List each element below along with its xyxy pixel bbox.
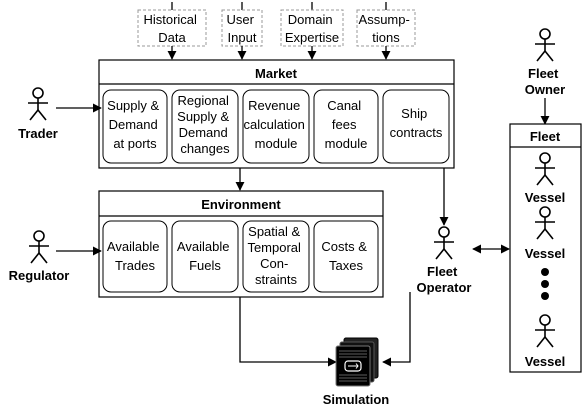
trader-label: Trader: [18, 126, 58, 141]
svg-text:Assump- tions: Assump- tions: [359, 12, 414, 45]
vessel-label: Vessel: [525, 190, 566, 205]
market-module-canal-fees: Canal fees module: [313, 89, 379, 164]
vessel-1: Vessel: [525, 152, 566, 205]
fleet-operator-label-line2: Operator: [417, 280, 472, 295]
fleet-title: Fleet: [530, 129, 561, 144]
environment-module-available-fuels: Available Fuels: [171, 220, 239, 293]
svg-text:Ship contracts: Ship contracts: [390, 106, 443, 140]
vessel-label: Vessel: [525, 246, 566, 261]
fleet-owner-actor: Fleet Owner: [525, 28, 565, 97]
svg-text:Historical Data: Historical Data: [143, 12, 200, 45]
market-title: Market: [255, 66, 298, 81]
stick-figure-icon: [535, 206, 555, 240]
fleet-owner-label-line1: Fleet: [528, 66, 559, 81]
stick-figure-icon: [434, 226, 454, 260]
svg-text:Spatial & Temporal: Spatial & Temporal Con- straints: [247, 224, 304, 287]
input-user-input: User Input: [221, 2, 263, 60]
vessel-2: Vessel: [525, 206, 566, 261]
stick-figure-icon: [535, 28, 555, 62]
simulation-node: Simulation: [323, 337, 390, 407]
trader-actor: Trader: [18, 87, 58, 141]
simulation-stack-icon: [335, 337, 379, 387]
stick-figure-icon: [29, 230, 49, 264]
svg-text:Regional Supply &: Regional Supply & Demand changes: [177, 93, 233, 156]
input-historical-data: Historical Data: [137, 2, 207, 60]
simulation-label: Simulation: [323, 392, 390, 407]
vessel-label: Vessel: [525, 354, 566, 369]
input-domain-expertise: Domain Expertise: [280, 2, 344, 60]
svg-text:Canal fees module: Canal fees module: [325, 98, 368, 151]
fleet-operator-label-line1: Fleet: [427, 264, 458, 279]
svg-text:Supply & Demand at: Supply & Demand at ports: [107, 98, 163, 151]
fleet-operator-to-simulation-arrow: [382, 292, 411, 367]
market-module-ship-contracts: Ship contracts: [382, 89, 450, 164]
svg-text:User Input: User Input: [226, 12, 257, 45]
ellipsis-dots: [541, 268, 549, 300]
input-assumptions: Assump- tions: [356, 2, 416, 60]
stick-figure-icon: [535, 314, 555, 348]
svg-text:Available Fuels: Available Fuels: [177, 239, 233, 273]
environment-module-costs-taxes: Costs & Taxes: [313, 220, 379, 293]
stick-figure-icon: [28, 87, 48, 121]
market-module-revenue-calculation: Revenue calculation module: [242, 89, 310, 164]
regulator-actor: Regulator: [9, 230, 70, 283]
environment-module-spatial-temporal-constraints: Spatial & Temporal Con- straints: [242, 220, 310, 293]
svg-text:Fleet Operator: Fleet Operator: [417, 264, 472, 295]
svg-text:Available Trades: Available Trades: [107, 239, 163, 273]
fleet-owner-label-line2: Owner: [525, 82, 565, 97]
environment-title: Environment: [201, 197, 281, 212]
vessel-3: Vessel: [525, 314, 566, 369]
svg-text:Fleet Owner: Fleet Owner: [525, 66, 565, 97]
svg-text:Domain Expertise: Domain Expertise: [285, 12, 339, 45]
svg-text:Revenue calculation: Revenue calculation module: [243, 98, 308, 151]
fleet-operator-actor: Fleet Operator: [417, 226, 472, 295]
svg-text:Costs & Taxes: Costs & Taxes: [321, 239, 370, 273]
environment-module-available-trades: Available Trades: [102, 220, 168, 293]
market-module-supply-demand-ports: Supply & Demand at ports: [102, 89, 168, 164]
regulator-label: Regulator: [9, 268, 70, 283]
market-module-regional-supply-demand: Regional Supply & Demand changes: [171, 89, 239, 164]
environment-to-simulation-arrow: [239, 297, 337, 367]
stick-figure-icon: [535, 152, 555, 186]
